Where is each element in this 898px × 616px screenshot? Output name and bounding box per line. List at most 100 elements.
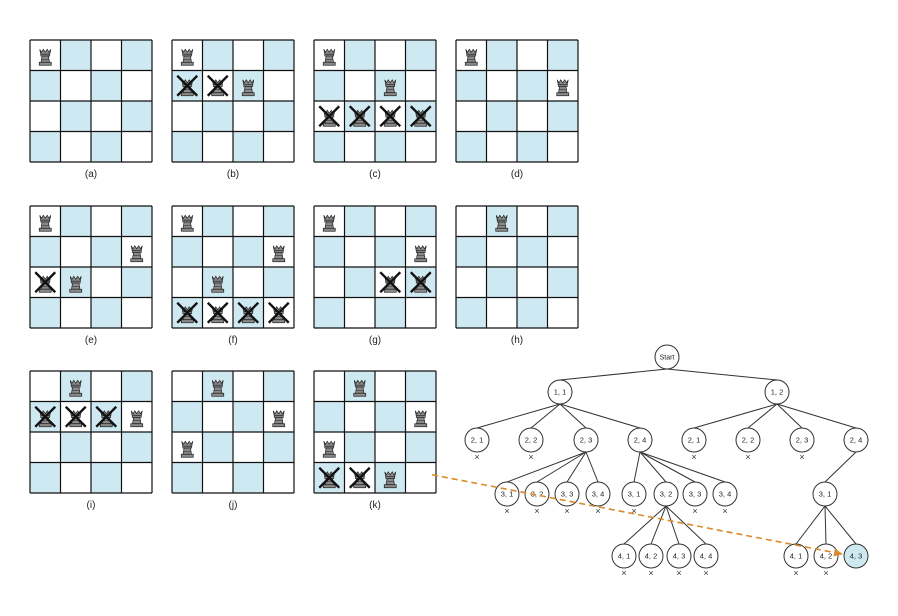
board-square: [30, 236, 61, 267]
board-square: [547, 131, 578, 162]
board-square: [30, 70, 61, 101]
board-square: [233, 40, 264, 71]
board-square: [91, 236, 122, 267]
tree-edge: [639, 451, 667, 483]
board-label: (e): [85, 335, 97, 346]
board-square: [314, 236, 345, 267]
board: (d): [455, 39, 579, 180]
attacked-queen-icon: [348, 105, 371, 128]
board-square: [375, 131, 406, 162]
tree-node-label: 2, 4: [634, 436, 647, 445]
board-square: [405, 297, 436, 328]
board: (f): [171, 205, 295, 346]
attacked-queen-icon: [34, 271, 57, 294]
tree-node-label: 1, 1: [554, 388, 567, 397]
board: (b): [171, 39, 295, 180]
board-square: [172, 267, 203, 298]
tree-node: [611, 543, 637, 569]
tree-node-label: 3, 3: [561, 490, 574, 499]
board-square: [121, 40, 152, 71]
queen-icon: [130, 245, 144, 263]
board-square: [344, 131, 375, 162]
attack-cross-mark: [34, 271, 57, 294]
board-square: [375, 236, 406, 267]
board-square: [456, 267, 487, 298]
tree-node: [843, 427, 869, 453]
tree-node: [681, 427, 707, 453]
queen-icon: [180, 440, 194, 458]
tree-edge: [506, 451, 587, 483]
pruned-mark: ×: [703, 568, 708, 578]
board-square: [405, 206, 436, 237]
board-square: [405, 131, 436, 162]
tree-edge: [566, 451, 587, 483]
tree-node: [638, 543, 664, 569]
board-square: [405, 70, 436, 101]
board-square: [91, 267, 122, 298]
board-square: [121, 462, 152, 493]
board-square: [375, 432, 406, 463]
board-square: [486, 101, 517, 132]
attacked-queen-icon: [379, 271, 402, 294]
pruned-mark: ×: [564, 506, 569, 516]
tree-edge: [559, 368, 668, 381]
board-square: [375, 371, 406, 402]
pruned-mark: ×: [691, 452, 696, 462]
tree-edge: [824, 505, 827, 545]
queen-icon: [383, 79, 397, 97]
board-square: [121, 371, 152, 402]
board-square: [263, 267, 294, 298]
attacked-queen-icon: [237, 301, 260, 324]
attacked-queen-icon: [206, 74, 229, 97]
board-square: [91, 206, 122, 237]
pruned-mark: ×: [648, 568, 653, 578]
queen-icon: [464, 48, 478, 66]
board-square: [60, 70, 91, 101]
pruned-mark: ×: [528, 452, 533, 462]
queen-icon: [69, 379, 83, 397]
tree-node: [653, 481, 679, 507]
board-square: [314, 297, 345, 328]
board: (c): [313, 39, 437, 180]
board-label: (j): [229, 500, 238, 511]
board-square: [263, 101, 294, 132]
queen-icon: [180, 48, 194, 66]
queen-icon: [38, 214, 52, 232]
pruned-mark: ×: [676, 568, 681, 578]
board: (i): [29, 370, 153, 511]
board-square: [375, 297, 406, 328]
tree-node-label: 3, 2: [660, 490, 673, 499]
tree-edge: [530, 403, 561, 429]
tree-edge: [824, 451, 857, 483]
attacked-queen-icon: [176, 301, 199, 324]
board-square: [456, 101, 487, 132]
board-square: [202, 131, 233, 162]
tree-node: [783, 543, 809, 569]
board: (k): [313, 370, 437, 511]
tree-node: [518, 427, 544, 453]
tree-node: [524, 481, 550, 507]
tree-node: [573, 427, 599, 453]
tree-edge: [585, 451, 599, 483]
tree-node-label: 3, 4: [592, 490, 605, 499]
pruned-mark: ×: [793, 568, 798, 578]
tree-edge: [666, 368, 778, 381]
tree-edge: [824, 505, 857, 545]
pruned-mark: ×: [474, 452, 479, 462]
pruned-mark: ×: [504, 506, 509, 516]
board-square: [517, 206, 548, 237]
queen-icon: [495, 214, 509, 232]
board-square: [314, 70, 345, 101]
board-square: [121, 206, 152, 237]
queen-icon: [556, 79, 570, 97]
tree-node-label: 3, 1: [628, 490, 641, 499]
board-square: [91, 462, 122, 493]
board-square: [202, 462, 233, 493]
tree-node-label: 4, 2: [645, 552, 658, 561]
board-square: [91, 297, 122, 328]
tree-edge: [665, 505, 680, 545]
attacked-queen-icon: [379, 105, 402, 128]
attacked-queen-icon: [34, 405, 57, 428]
board-square: [60, 101, 91, 132]
board-square: [30, 101, 61, 132]
